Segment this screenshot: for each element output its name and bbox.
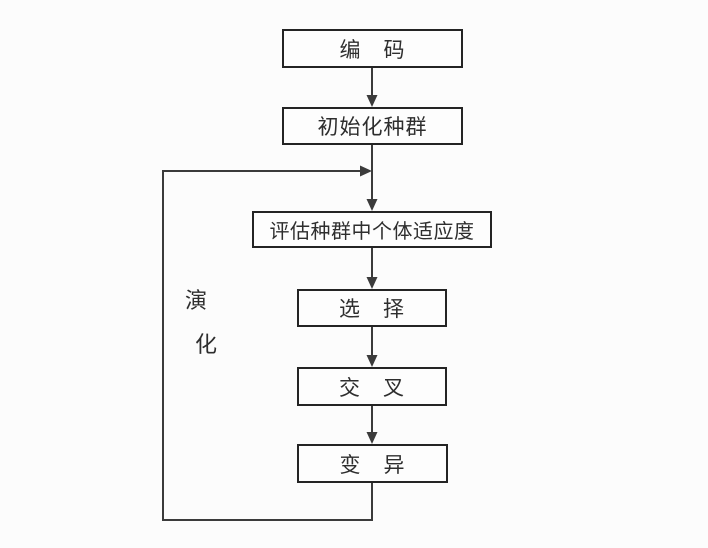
arrowhead-icon xyxy=(366,432,378,444)
arrow-init-to-evaluate xyxy=(366,145,378,211)
flow-node-evaluate-fitness: 评估种群中个体适应度 xyxy=(252,211,492,248)
loop-feedback-path xyxy=(162,165,373,521)
loop-label-char-hua: 化 xyxy=(195,332,218,357)
flow-node-crossover: 交 叉 xyxy=(297,367,447,406)
arrowhead-icon xyxy=(366,199,378,211)
arrow-encode-to-init xyxy=(366,68,378,107)
flow-node-selection: 选 择 xyxy=(297,289,447,327)
arrowhead-icon xyxy=(366,355,378,367)
flow-node-init-population: 初始化种群 xyxy=(282,107,463,145)
arrowhead-icon xyxy=(366,277,378,289)
loop-label-char-yan: 演 xyxy=(185,288,208,313)
flow-node-encode: 编 码 xyxy=(282,29,463,68)
arrow-selection-to-crossover xyxy=(366,327,378,367)
flow-node-mutation: 变 异 xyxy=(297,444,448,483)
arrowhead-icon xyxy=(366,95,378,107)
arrowhead-icon xyxy=(360,165,372,177)
arrow-crossover-to-mutation xyxy=(366,406,378,444)
arrow-evaluate-to-selection xyxy=(366,248,378,289)
